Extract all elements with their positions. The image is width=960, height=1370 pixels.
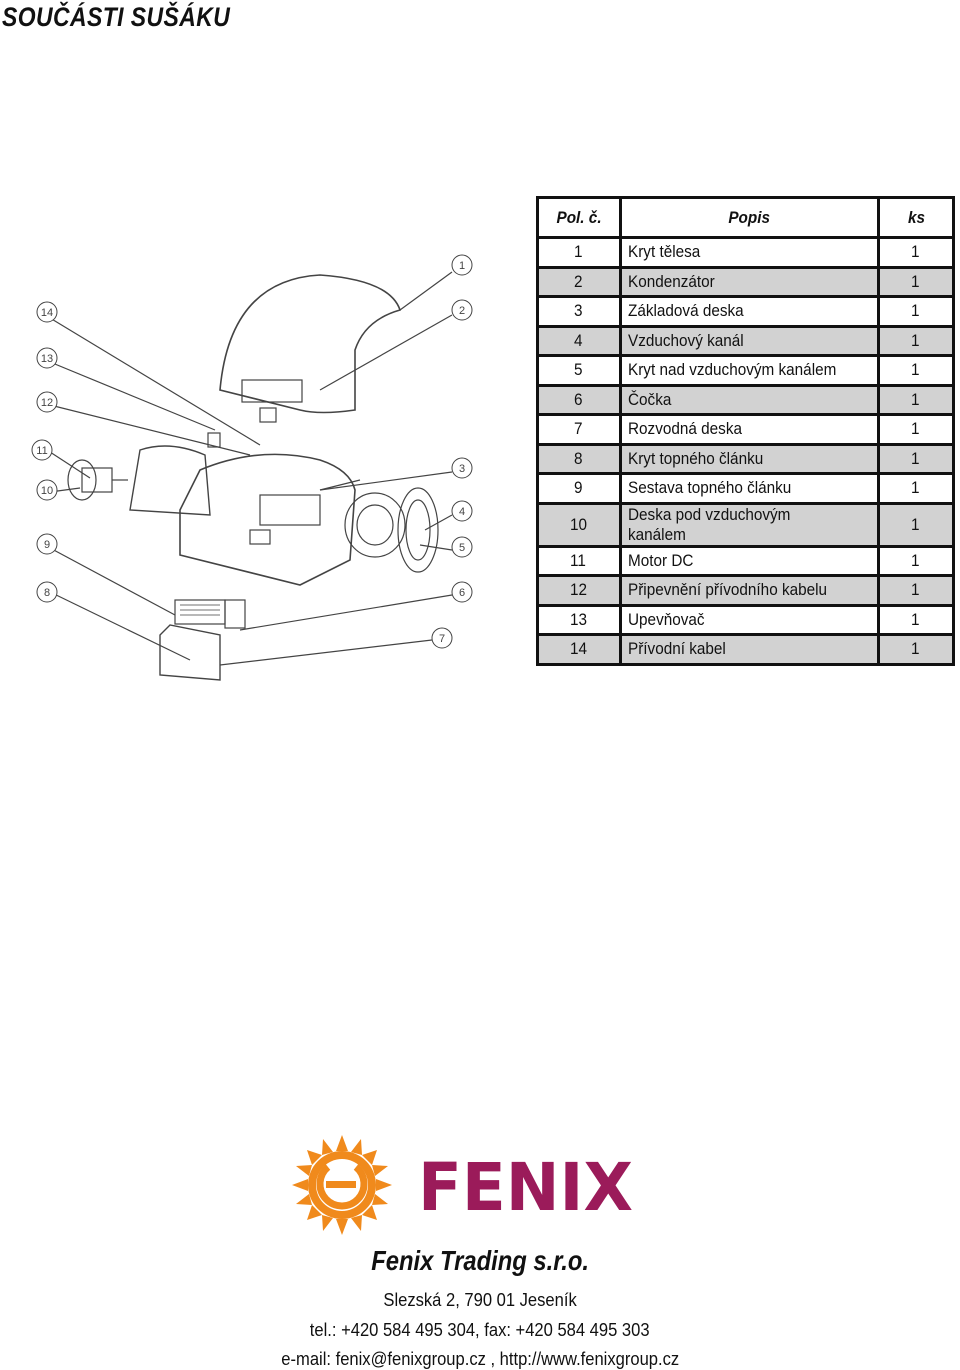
- table-header-row: Pol. č. Popis ks: [536, 196, 955, 239]
- svg-text:9: 9: [44, 539, 50, 551]
- company-phone: tel.: +420 584 495 304, fax: +420 584 49…: [310, 1320, 650, 1340]
- fenix-logo: FENIX: [292, 1135, 633, 1235]
- callout-7: 7: [431, 627, 453, 649]
- svg-text:8: 8: [44, 587, 50, 599]
- callout-14: 14: [36, 301, 58, 323]
- svg-text:7: 7: [439, 633, 445, 645]
- callout-8: 8: [36, 581, 58, 603]
- callout-11: 11: [31, 439, 53, 461]
- callout-2: 2: [451, 299, 473, 321]
- company-contact: e-mail: fenix@fenixgroup.cz , http://www…: [281, 1349, 679, 1369]
- header-pos: Pol. č.: [536, 196, 622, 239]
- svg-text:11: 11: [36, 445, 47, 457]
- company-name: Fenix Trading s.r.o.: [371, 1245, 589, 1276]
- page-title: SOUČÁSTI SUŠÁKU: [2, 2, 231, 32]
- svg-text:3: 3: [459, 463, 465, 475]
- callout-9: 9: [36, 533, 58, 555]
- company-address: Slezská 2, 790 01 Jeseník: [383, 1290, 577, 1310]
- svg-text:12: 12: [41, 397, 53, 409]
- exploded-diagram: 1 2 3 4 5 6 7 8 9 10 11 12 13 14: [31, 254, 473, 681]
- svg-text:6: 6: [459, 587, 465, 599]
- callout-3: 3: [451, 457, 473, 479]
- svg-text:5: 5: [459, 542, 465, 554]
- header-qty: ks: [877, 196, 955, 239]
- callout-4: 4: [451, 500, 473, 522]
- callout-10: 10: [36, 479, 58, 501]
- svg-text:1: 1: [459, 260, 465, 272]
- callout-6: 6: [451, 581, 473, 603]
- svg-text:14: 14: [41, 307, 53, 319]
- callout-1: 1: [451, 254, 473, 276]
- callout-13: 13: [36, 347, 58, 369]
- svg-text:10: 10: [41, 485, 53, 497]
- svg-text:2: 2: [459, 305, 465, 317]
- callout-5: 5: [451, 536, 473, 558]
- callout-12: 12: [36, 391, 58, 413]
- fenix-wordmark: FENIX: [418, 1149, 633, 1226]
- sun-emblem-icon: [292, 1135, 392, 1235]
- svg-text:4: 4: [459, 506, 465, 518]
- header-desc: Popis: [619, 196, 880, 239]
- svg-text:13: 13: [41, 353, 53, 365]
